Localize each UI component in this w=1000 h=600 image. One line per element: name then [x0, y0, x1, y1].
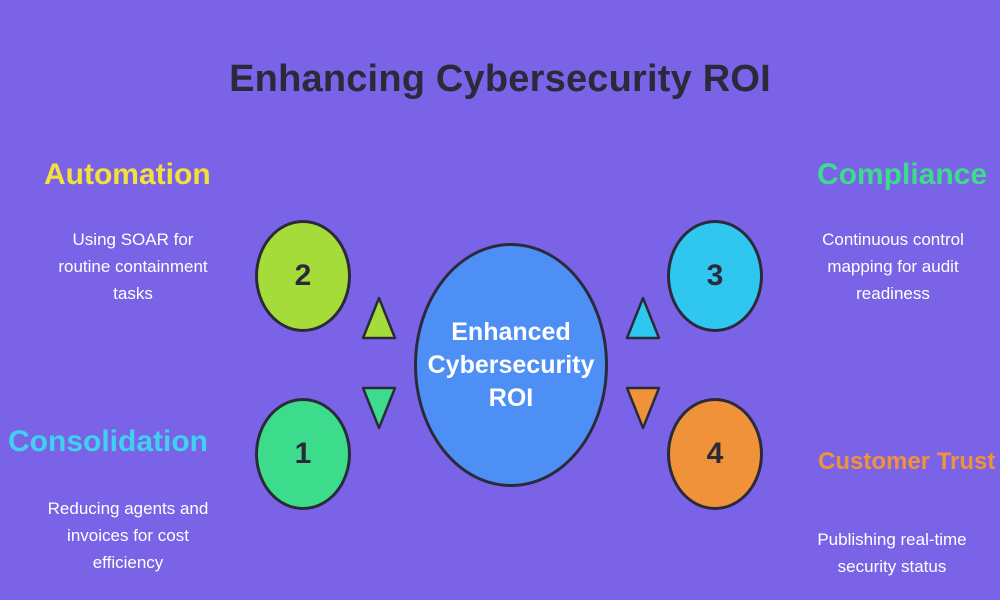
customer-trust-description: Publishing real-time security status: [817, 530, 967, 576]
triangle-down-teal-icon: [361, 386, 397, 430]
triangle-down-orange-icon: [625, 386, 661, 430]
step-4-number: 4: [706, 437, 724, 470]
triangle-up-green-icon: [361, 296, 397, 340]
step-3-circle: 3: [667, 220, 763, 332]
automation-heading: Automation: [44, 158, 211, 191]
compliance-description: Continuous control mapping for audit rea…: [822, 230, 964, 303]
automation-description: Using SOAR for routine containment tasks: [58, 230, 208, 303]
page-title: Enhancing Cybersecurity ROI: [229, 58, 771, 100]
step-1-number: 1: [294, 437, 312, 470]
step-1-circle: 1: [255, 398, 351, 510]
consolidation-heading: Consolidation: [8, 425, 208, 458]
step-2-number: 2: [294, 259, 312, 292]
compliance-heading: Compliance: [817, 158, 988, 191]
center-circle: Enhanced Cybersecurity ROI: [414, 243, 608, 487]
center-label: Enhanced Cybersecurity ROI: [427, 317, 595, 412]
triangle-up-blue-icon: [625, 296, 661, 340]
step-3-number: 3: [706, 259, 724, 292]
step-2-circle: 2: [255, 220, 351, 332]
customer-trust-heading: Customer Trust: [818, 448, 996, 475]
consolidation-description: Reducing agents and invoices for cost ef…: [47, 499, 209, 572]
step-4-circle: 4: [667, 398, 763, 510]
